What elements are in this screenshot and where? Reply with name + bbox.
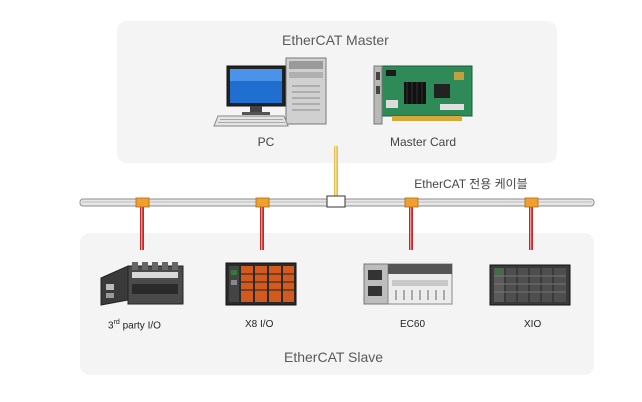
cable-label: EtherCAT 전용 케이블 [414,177,528,191]
slave-drop-1 [135,197,150,250]
xio-icon [489,264,571,306]
ec60-icon [363,263,453,305]
master-card-icon [373,65,473,125]
slave-title: EtherCAT Slave [284,349,384,365]
pc-label: PC [257,135,275,149]
master-title: EtherCAT Master [282,32,389,48]
slave-drop-3 [404,197,419,250]
slave-drop-4 [524,197,539,250]
slave-label-ec60: EC60 [400,319,426,330]
x8-io-icon [225,262,297,306]
slave-label-x8-io: X8 I/O [245,319,274,330]
master-panel [117,21,557,163]
pc-icon [213,57,327,127]
slave-label-third-party-io: 3rd party I/O [108,319,161,332]
slave-drop-2 [255,197,270,250]
master-tap-connector [326,195,346,208]
master-card-label: Master Card [389,135,457,149]
slave-label-xio: XIO [524,319,542,330]
third-party-io-icon [100,262,184,306]
